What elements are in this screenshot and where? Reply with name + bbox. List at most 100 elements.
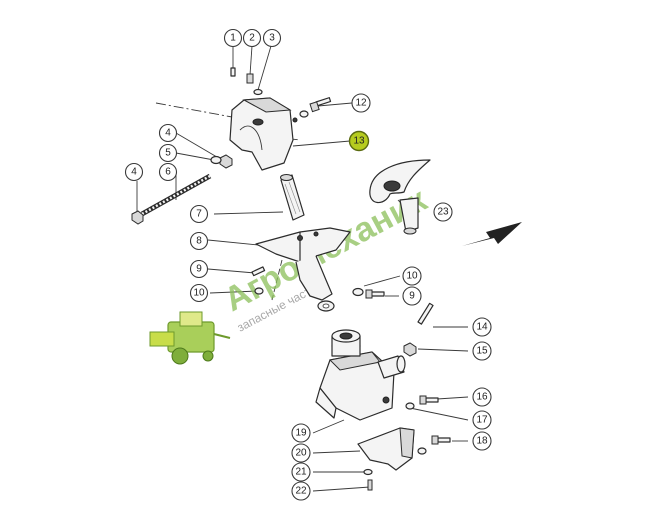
callout-22: 22 xyxy=(291,481,311,501)
part-19-gearbox xyxy=(315,329,406,421)
part-8-bracket xyxy=(255,227,351,301)
callout-16: 16 xyxy=(472,387,492,407)
callout-number: 3 xyxy=(269,33,275,44)
callout-circle xyxy=(472,431,492,451)
callout-2: 2 xyxy=(242,28,262,48)
part-4b-nut xyxy=(131,210,144,225)
direction-arrow-icon xyxy=(462,222,522,246)
callout-number: 21 xyxy=(295,467,307,478)
part-5-washer xyxy=(210,155,222,165)
callout-circle xyxy=(472,387,492,407)
callout-number: 10 xyxy=(406,271,418,282)
callout-10a: 10 xyxy=(189,283,209,303)
callout-number: 19 xyxy=(295,428,307,439)
leader-lines xyxy=(136,45,469,492)
part-3-ring xyxy=(253,88,263,96)
callout-8: 8 xyxy=(189,231,209,251)
callout-circle xyxy=(291,462,311,482)
callout-number: 4 xyxy=(165,128,171,139)
part-21-washer xyxy=(363,468,373,476)
callout-23: 23 xyxy=(433,202,453,222)
part-16-bolt xyxy=(419,395,439,405)
callout-circle xyxy=(189,283,209,303)
callout-number: 1 xyxy=(230,33,236,44)
callout-number: 17 xyxy=(476,415,488,426)
callout-7: 7 xyxy=(189,204,209,224)
callout-6: 6 xyxy=(158,162,178,182)
callout-4a: 4 xyxy=(158,123,178,143)
callout-9a: 9 xyxy=(189,259,209,279)
callout-circle xyxy=(433,202,453,222)
part-10-washer xyxy=(254,287,264,295)
callout-number: 5 xyxy=(165,148,171,159)
part-1-pin xyxy=(230,67,236,77)
part-2-screw xyxy=(246,73,254,84)
callout-circle xyxy=(351,93,371,113)
callout-circle xyxy=(158,143,178,163)
part-6-threaded-rod xyxy=(140,173,212,217)
callout-9b: 9 xyxy=(402,286,422,306)
callout-20: 20 xyxy=(291,443,311,463)
part-13-cover xyxy=(229,97,294,171)
callout-number: 10 xyxy=(193,288,205,299)
callout-number: 23 xyxy=(437,207,449,218)
callout-number: 14 xyxy=(476,322,488,333)
callout-circle xyxy=(124,162,144,182)
part-15-nut xyxy=(403,342,417,357)
callout-circle xyxy=(223,28,243,48)
callout-number: 18 xyxy=(476,436,488,447)
part-9-bolt xyxy=(251,266,266,277)
callout-circle xyxy=(291,481,311,501)
part-23-auger xyxy=(369,159,431,235)
callout-number: 7 xyxy=(196,209,202,220)
callout-number: 4 xyxy=(131,167,137,178)
callout-17: 17 xyxy=(472,410,492,430)
callout-15: 15 xyxy=(472,341,492,361)
callout-number: 16 xyxy=(476,392,488,403)
callout-number: 9 xyxy=(409,291,415,302)
callout-circle xyxy=(189,231,209,251)
callout-number: 13 xyxy=(353,136,365,147)
parts xyxy=(131,67,522,491)
part-20-plate xyxy=(357,427,415,471)
callout-19: 19 xyxy=(291,423,311,443)
callout-12: 12 xyxy=(351,93,371,113)
callout-circle xyxy=(472,410,492,430)
part-4-nut xyxy=(219,154,233,169)
callout-number: 8 xyxy=(196,236,202,247)
part-14-bolt xyxy=(417,302,434,325)
callout-13: 13 xyxy=(348,130,370,152)
callout-circle xyxy=(262,28,282,48)
part-18-bolt xyxy=(417,435,451,455)
callout-number: 6 xyxy=(165,167,171,178)
callout-5: 5 xyxy=(158,143,178,163)
combine-harvester-logo-icon xyxy=(149,311,231,365)
callout-10b: 10 xyxy=(402,266,422,286)
callout-number: 2 xyxy=(249,33,255,44)
callout-circle xyxy=(291,423,311,443)
callout-number: 20 xyxy=(295,448,307,459)
callout-number: 9 xyxy=(196,264,202,275)
callout-circle xyxy=(472,341,492,361)
callout-14: 14 xyxy=(472,317,492,337)
callout-circle xyxy=(158,123,178,143)
callout-18: 18 xyxy=(472,431,492,451)
callout-21: 21 xyxy=(291,462,311,482)
part-9b-bolt xyxy=(365,289,385,299)
callout-circle xyxy=(472,317,492,337)
callout-number: 12 xyxy=(355,98,367,109)
part-22-bolt xyxy=(367,479,373,491)
callout-circle xyxy=(189,204,209,224)
callout-number: 15 xyxy=(476,346,488,357)
callout-circle xyxy=(189,259,209,279)
callouts: 1 2 3 12 4 13 5 4 6 7 23 8 9 10 10 9 14 … xyxy=(124,28,492,501)
callout-circle xyxy=(402,286,422,306)
callout-number: 22 xyxy=(295,486,307,497)
callout-circle xyxy=(291,443,311,463)
part-17-washer xyxy=(405,402,415,410)
part-12-bolt xyxy=(292,97,332,123)
callout-circle xyxy=(402,266,422,286)
callout-circle xyxy=(348,130,370,152)
part-7-cylinder xyxy=(280,174,305,221)
